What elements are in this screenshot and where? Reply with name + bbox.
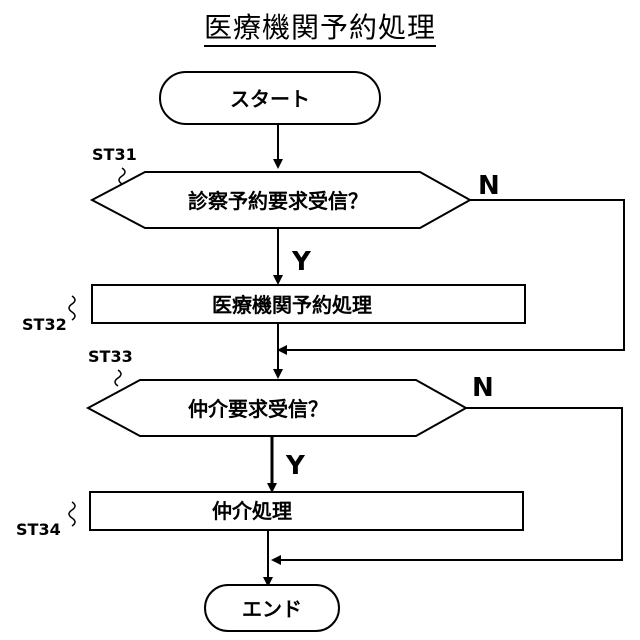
step-squiggle-st34 [69, 502, 75, 526]
step-squiggle-st32 [69, 296, 75, 320]
decision2-yes-label: Y [285, 451, 306, 481]
decision2-label: 仲介要求受信？ [188, 397, 328, 421]
decision1-no-label: N [478, 171, 500, 201]
decision1-yes-label: Y [291, 247, 312, 277]
start-node: スタート [160, 72, 380, 124]
step-label-st34: ST34 [16, 520, 61, 539]
process1-label: 医療機関予約処理 [212, 293, 372, 317]
start-node-label: スタート [230, 87, 310, 111]
step-label-st33: ST33 [88, 347, 133, 366]
decision2-no-label: N [472, 373, 494, 403]
decision1-label: 診察予約要求受信？ [188, 189, 368, 213]
end-node-label: エンド [242, 597, 302, 621]
end-node: エンド [205, 585, 339, 631]
decision2-node: 仲介要求受信？ [88, 380, 466, 436]
step-label-st32: ST32 [22, 315, 67, 334]
step-squiggle-st33 [115, 370, 121, 386]
process2-shape [90, 492, 523, 530]
process2-node: 仲介処理 [90, 492, 523, 530]
process2-label: 仲介処理 [212, 499, 292, 523]
process1-node: 医療機関予約処理 [92, 285, 525, 323]
step-squiggle-st31 [119, 168, 125, 184]
decision1-node: 診察予約要求受信？ [92, 172, 470, 228]
step-label-st31: ST31 [92, 145, 137, 164]
